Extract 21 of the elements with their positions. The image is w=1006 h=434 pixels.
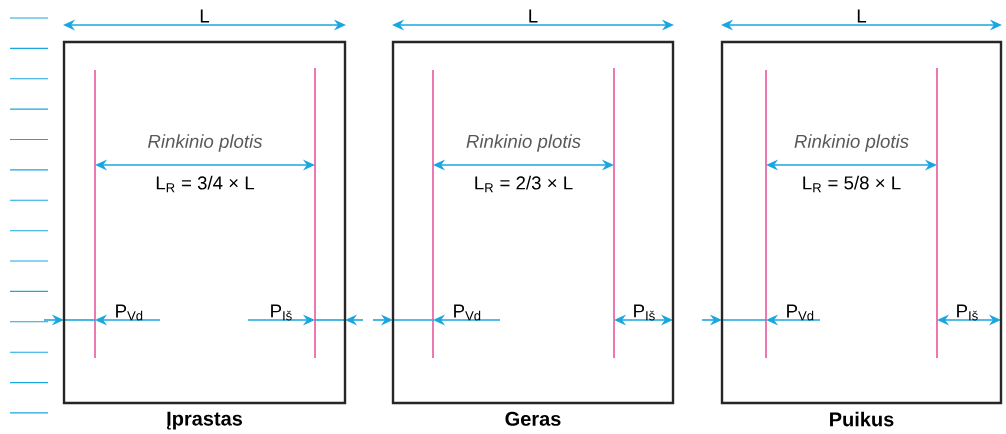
page-box	[391, 40, 675, 405]
margin-label: P$_{Iš}$	[634, 304, 655, 321]
page-box	[720, 40, 1003, 405]
dimension-label: L	[855, 8, 869, 24]
formula-label: L$_{R}$ = 5/8 × L	[803, 175, 901, 193]
page-caption: Geras	[505, 411, 561, 426]
dimension-label: Rinkinio plotis	[466, 134, 581, 152]
dimension-label: Rinkinio plotis	[794, 134, 909, 152]
margin-label: P$_{Vd}$	[454, 304, 481, 321]
margin-label: P$_{Vd}$	[787, 304, 814, 321]
page-box	[62, 40, 347, 405]
dimension-label: Rinkinio plotis	[148, 134, 263, 152]
dimension-label: L	[526, 8, 540, 24]
formula-label: L$_{R}$ = 2/3 × L	[475, 175, 573, 193]
margin-label: P$_{Iš}$	[271, 304, 292, 321]
page-caption: Įprastas	[167, 411, 242, 430]
margin-label: P$_{Vd}$	[116, 304, 143, 321]
margin-label: P$_{Iš}$	[957, 304, 978, 321]
dimension-label: L	[198, 8, 212, 24]
formula-label: L$_{R}$ = 3/4 × L	[156, 175, 255, 193]
page-caption: Puikus	[830, 411, 894, 427]
